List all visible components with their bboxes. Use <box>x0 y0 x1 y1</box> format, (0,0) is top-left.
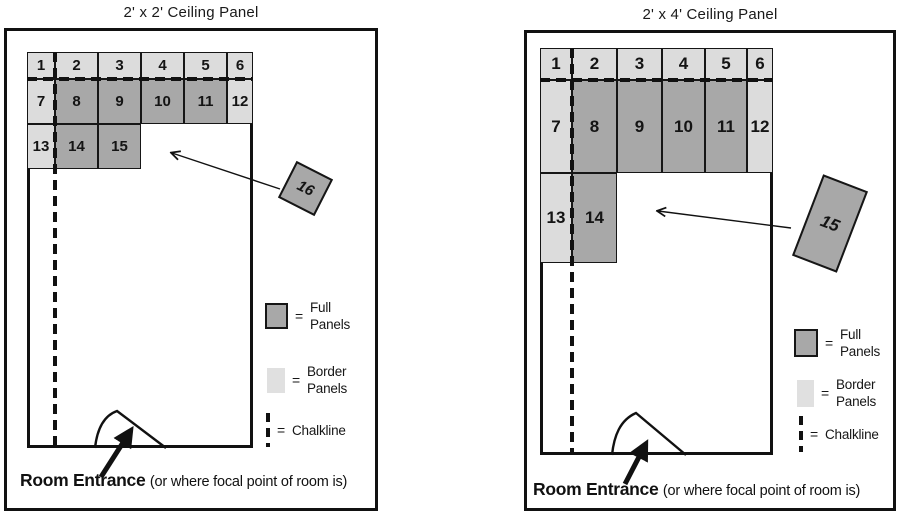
panel-6: 6 <box>747 48 773 80</box>
diagram-2x2-title: 2' x 2' Ceiling Panel <box>123 4 259 21</box>
diagram-2x4-legend-chalkline: = Chalkline <box>799 416 879 452</box>
room-entrance-label: Room Entrance <box>20 470 146 490</box>
panel-2: 2 <box>55 52 98 79</box>
chalkline-swatch <box>266 413 270 447</box>
panel-5: 5 <box>184 52 227 79</box>
panel-11: 11 <box>705 80 747 173</box>
panel-7: 7 <box>540 80 572 173</box>
room-entrance-note: (or where focal point of room is) <box>662 483 861 499</box>
panel-12: 12 <box>747 80 773 173</box>
diagram-2x2-horizontal-chalkline <box>27 77 253 81</box>
panel-10: 10 <box>141 79 184 124</box>
diagram-2x4-vertical-chalkline <box>570 48 574 455</box>
panel-8: 8 <box>55 79 98 124</box>
panel-6: 6 <box>227 52 253 79</box>
loose-panel-16-label: 16 <box>294 177 317 200</box>
room-entrance-label: Room Entrance <box>533 479 659 499</box>
diagram-2x2-entrance-caption: Room Entrance (or where focal point of r… <box>20 470 347 491</box>
diagram-2x2-legend-border: = Border Panels <box>267 363 347 398</box>
border-panel-swatch <box>797 379 814 407</box>
legend-border-label2: Panels <box>306 381 348 397</box>
legend-full-label2: Panels <box>839 344 881 360</box>
legend-full-label: Full <box>309 300 331 315</box>
legend-border-label2: Panels <box>835 394 877 410</box>
equals-sign: = <box>295 308 303 325</box>
legend-full-label: Full <box>839 327 861 342</box>
legend-border-label: Border <box>835 377 876 392</box>
equals-sign: = <box>277 422 285 438</box>
border-panel-swatch <box>267 367 285 393</box>
panel-1: 1 <box>540 48 572 80</box>
diagram-2x4-legend-full: = Full Panels <box>794 326 880 361</box>
diagram-2x4-horizontal-chalkline <box>540 78 773 82</box>
panel-9: 9 <box>98 79 141 124</box>
panel-11: 11 <box>184 79 227 124</box>
equals-sign: = <box>810 426 818 442</box>
panel-10: 10 <box>662 80 705 173</box>
panel-8: 8 <box>572 80 617 173</box>
panel-15: 15 <box>98 124 141 169</box>
legend-full-label2: Panels <box>309 317 351 333</box>
legend-chalkline-label: Chalkline <box>291 422 346 438</box>
full-panel-swatch <box>265 303 288 330</box>
panel-7: 7 <box>27 79 55 124</box>
panel-4: 4 <box>141 52 184 79</box>
panel-3: 3 <box>98 52 141 79</box>
room-entrance-note: (or where focal point of room is) <box>149 474 348 490</box>
diagram-2x2-legend-chalkline: = Chalkline <box>266 413 346 447</box>
panel-12: 12 <box>227 79 253 124</box>
full-panel-swatch <box>794 329 818 358</box>
diagram-2x4-entrance-caption: Room Entrance (or where focal point of r… <box>533 479 860 500</box>
diagram-2x2-legend-full: = Full Panels <box>265 299 350 334</box>
panel-4: 4 <box>662 48 705 80</box>
equals-sign: = <box>821 385 829 402</box>
chalkline-swatch <box>799 416 803 452</box>
diagram-2x2-vertical-chalkline <box>53 52 57 448</box>
diagram-2x4-legend-border: = Border Panels <box>797 376 876 411</box>
panel-14: 14 <box>572 173 617 263</box>
panel-9: 9 <box>617 80 662 173</box>
panel-13: 13 <box>27 124 55 169</box>
equals-sign: = <box>825 335 833 352</box>
panel-14: 14 <box>55 124 98 169</box>
equals-sign: = <box>292 372 300 389</box>
panel-3: 3 <box>617 48 662 80</box>
legend-chalkline-label: Chalkline <box>824 426 879 442</box>
panel-13: 13 <box>540 173 572 263</box>
panel-5: 5 <box>705 48 747 80</box>
panel-1: 1 <box>27 52 55 79</box>
legend-border-label: Border <box>306 364 347 379</box>
panel-2: 2 <box>572 48 617 80</box>
loose-panel-15-label: 15 <box>817 210 843 236</box>
diagram-2x4-title: 2' x 4' Ceiling Panel <box>642 6 778 23</box>
